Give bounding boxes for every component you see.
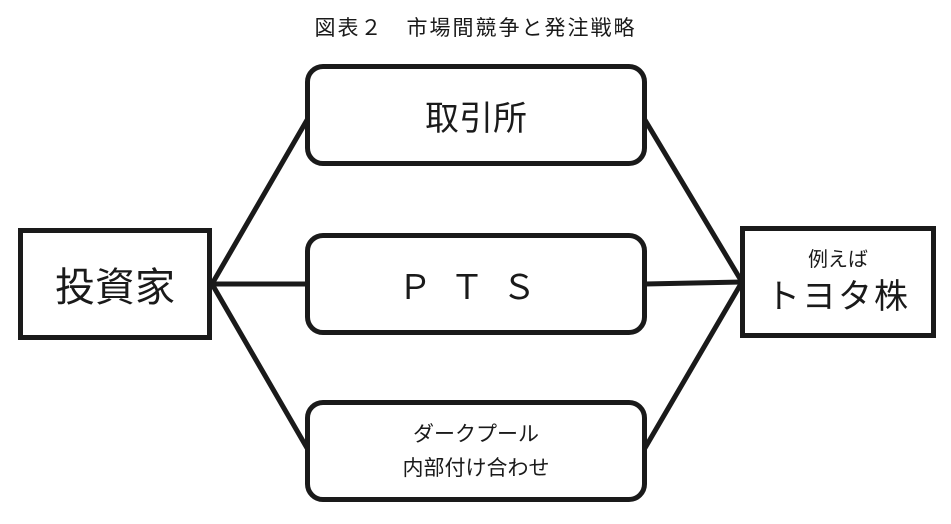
dark-pool-label: ダークプール (413, 422, 539, 446)
dark-pool-box: ダークプール 内部付け合わせ (305, 400, 647, 502)
line-pts-target (642, 279, 745, 287)
pts-box: ＰＴＳ (305, 233, 647, 335)
line-darkpool-target (642, 279, 745, 451)
internal-matching-label: 内部付け合わせ (402, 456, 550, 480)
line-investor-darkpool (209, 281, 310, 451)
investor-box: 投資家 (18, 228, 212, 340)
toyota-stock-label: トヨタ株 (766, 277, 910, 317)
investor-label: 投資家 (55, 265, 175, 311)
pts-label: ＰＴＳ (398, 267, 554, 308)
example-stock-box: 例えば トヨタ株 (740, 226, 936, 338)
line-exchange-target (642, 117, 745, 285)
exchange-box: 取引所 (305, 64, 647, 166)
diagram-title: 図表２ 市場間競争と発注戦略 (314, 16, 637, 40)
exchange-label: 取引所 (425, 98, 527, 139)
line-investor-exchange (209, 117, 310, 287)
example-label: 例えば (808, 247, 868, 271)
